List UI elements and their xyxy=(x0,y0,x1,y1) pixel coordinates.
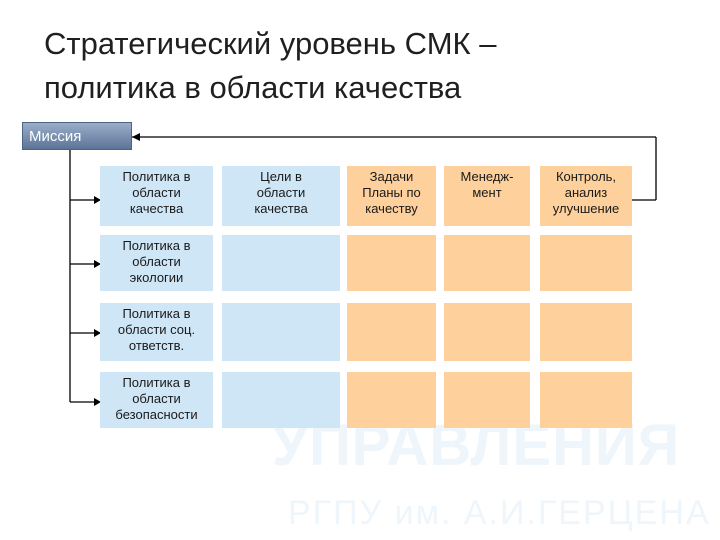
cell-text: Цели в xyxy=(260,169,302,184)
header-quality-goals: Цели в области качества xyxy=(222,166,340,226)
cell-text: области xyxy=(132,254,181,269)
cell-text: Задачи xyxy=(369,169,414,184)
header-management: Менедж- мент xyxy=(444,166,530,226)
title-line-1: Стратегический уровень СМК – xyxy=(44,26,497,61)
cell-text: качества xyxy=(129,201,184,216)
arrow-to-social xyxy=(94,329,101,337)
policy-safety: Политика в области безопасности xyxy=(100,372,213,428)
cell-text: Политика в xyxy=(122,238,191,253)
cell-text: мент xyxy=(472,185,502,200)
task-cell xyxy=(347,303,436,361)
header-quality-policy: Политика в области качества xyxy=(100,166,213,226)
goal-cell xyxy=(222,235,340,291)
mission-box: Миссия xyxy=(22,122,132,150)
policy-ecology: Политика в области экологии xyxy=(100,235,213,291)
control-cell xyxy=(540,372,632,428)
cell-text: экологии xyxy=(129,270,184,285)
cell-text: улучшение xyxy=(552,201,620,216)
management-cell xyxy=(444,372,530,428)
arrow-to-ecology xyxy=(94,260,101,268)
cell-text: безопасности xyxy=(115,407,198,422)
cell-text: области xyxy=(132,185,181,200)
goal-cell xyxy=(222,372,340,428)
cell-text: качества xyxy=(254,201,308,216)
cell-text: Политика в xyxy=(122,306,191,321)
management-cell xyxy=(444,235,530,291)
task-cell xyxy=(347,235,436,291)
cell-text: области xyxy=(256,185,306,200)
task-cell xyxy=(347,372,436,428)
goal-cell xyxy=(222,303,340,361)
control-cell xyxy=(540,235,632,291)
management-cell xyxy=(444,303,530,361)
header-control-analysis: Контроль, анализ улучшение xyxy=(540,166,632,226)
arrow-to-quality xyxy=(94,196,101,204)
cell-text: Политика в xyxy=(122,375,191,390)
control-cell xyxy=(540,303,632,361)
header-tasks-plans: Задачи Планы по качеству xyxy=(347,166,436,226)
cell-text: области xyxy=(132,391,181,406)
title-line-2: политика в области качества xyxy=(44,70,462,105)
cell-text: Планы по xyxy=(362,185,421,200)
cell-text: Политика в xyxy=(122,169,191,184)
cell-text: Контроль, xyxy=(555,169,617,184)
policy-social-responsibility: Политика в области соц. ответств. xyxy=(100,303,213,361)
cell-text: Менедж- xyxy=(460,169,514,184)
cell-text: анализ xyxy=(564,185,608,200)
cell-text: качеству xyxy=(365,201,418,216)
cell-text: ответств. xyxy=(128,338,185,353)
cell-text: области соц. xyxy=(117,322,196,337)
arrow-to-mission xyxy=(132,133,140,141)
arrow-to-safety xyxy=(94,398,101,406)
slide-title: Стратегический уровень СМК – политика в … xyxy=(44,22,664,110)
